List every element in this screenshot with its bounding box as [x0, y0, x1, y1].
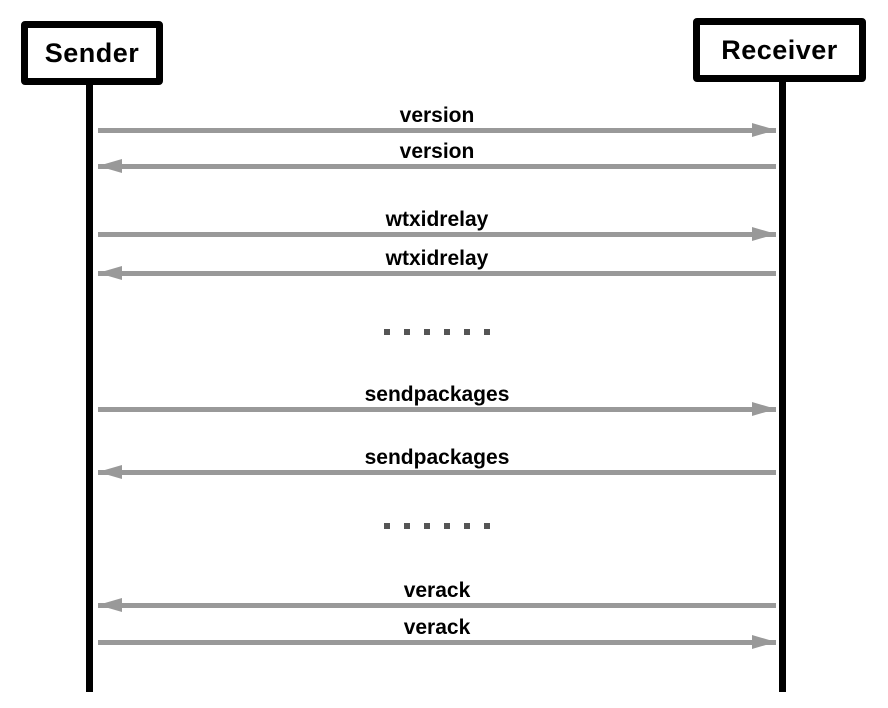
dot — [444, 523, 450, 529]
message-arrow-verack: verack — [98, 580, 776, 612]
dot — [444, 329, 450, 335]
message-label: wtxidrelay — [385, 208, 489, 231]
arrowhead-icon — [752, 635, 776, 649]
dot — [484, 523, 490, 529]
message-arrow-wtxidrelay: wtxidrelay — [98, 248, 776, 280]
message-label: wtxidrelay — [385, 247, 489, 270]
dot — [424, 329, 430, 335]
dot — [424, 523, 430, 529]
arrowhead-icon — [98, 159, 122, 173]
message-line — [98, 640, 776, 645]
message-line — [98, 603, 776, 608]
message-label: verack — [403, 579, 471, 602]
message-arrow-sendpackages: sendpackages — [98, 384, 776, 416]
message-arrow-version: version — [98, 105, 776, 137]
arrowhead-icon — [752, 402, 776, 416]
actor-sender-box: Sender — [21, 21, 163, 85]
arrowhead-icon — [98, 266, 122, 280]
dot — [464, 523, 470, 529]
message-label: version — [399, 104, 475, 127]
actor-sender-label: Sender — [44, 37, 140, 68]
message-label: sendpackages — [364, 446, 510, 469]
message-line — [98, 271, 776, 276]
message-line — [98, 407, 776, 412]
message-line — [98, 470, 776, 475]
receiver-lifeline — [779, 81, 786, 692]
actor-receiver-label: Receiver — [721, 34, 838, 65]
message-arrow-version: version — [98, 141, 776, 173]
actor-receiver-box: Receiver — [693, 18, 866, 82]
arrowhead-icon — [752, 123, 776, 137]
message-label: sendpackages — [364, 383, 510, 406]
message-line — [98, 128, 776, 133]
dot — [404, 329, 410, 335]
ellipsis-dots — [98, 329, 776, 335]
dot — [464, 329, 470, 335]
sender-lifeline — [86, 84, 93, 692]
dot — [384, 329, 390, 335]
message-label: verack — [403, 616, 471, 639]
ellipsis-dots — [98, 523, 776, 529]
dot — [484, 329, 490, 335]
message-arrow-sendpackages: sendpackages — [98, 447, 776, 479]
dot — [384, 523, 390, 529]
arrowhead-icon — [752, 227, 776, 241]
message-line — [98, 232, 776, 237]
message-line — [98, 164, 776, 169]
message-arrow-wtxidrelay: wtxidrelay — [98, 209, 776, 241]
message-arrow-verack: verack — [98, 617, 776, 649]
message-label: version — [399, 140, 475, 163]
arrowhead-icon — [98, 598, 122, 612]
dot — [404, 523, 410, 529]
arrowhead-icon — [98, 465, 122, 479]
